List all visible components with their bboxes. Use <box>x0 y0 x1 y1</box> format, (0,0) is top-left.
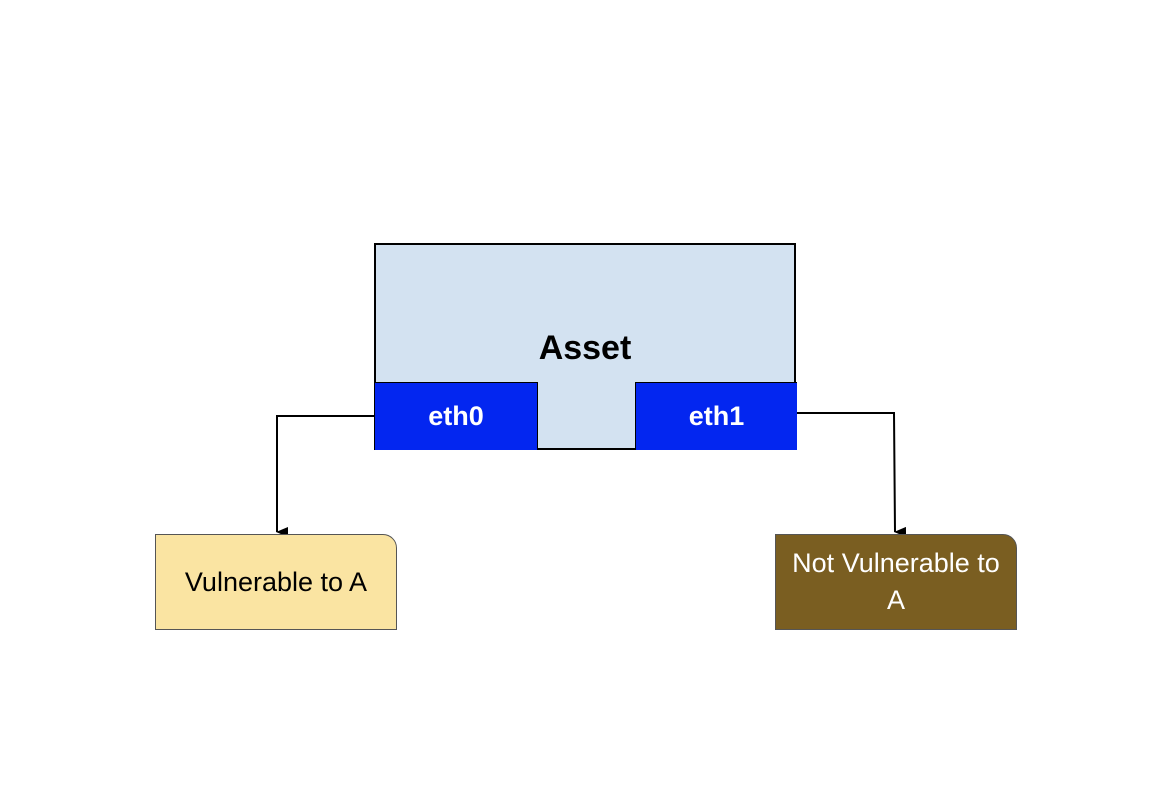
interface-eth0: eth0 <box>375 382 538 450</box>
outcome-vulnerable-label: Vulnerable to A <box>184 566 368 597</box>
outcome-vulnerable-note: Vulnerable to A <box>155 534 397 630</box>
outcome-not-vulnerable-note: Not Vulnerable to A <box>775 534 1017 630</box>
asset-box: Asset eth0 eth1 <box>374 243 797 450</box>
connector-eth1-to-not-vulnerable <box>797 412 907 537</box>
interface-eth1: eth1 <box>635 382 797 450</box>
connector-eth0-to-vulnerable <box>276 415 374 537</box>
interface-eth1-label: eth1 <box>688 401 745 431</box>
outcome-not-vulnerable-label: Not Vulnerable to A <box>792 548 1000 615</box>
asset-title: Asset <box>538 329 632 367</box>
interface-eth0-label: eth0 <box>428 401 484 431</box>
